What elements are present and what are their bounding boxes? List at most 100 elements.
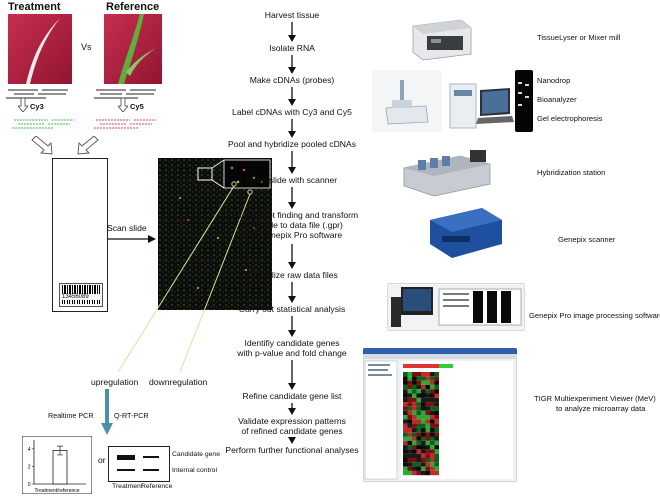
- heatmap-cell: [403, 440, 408, 446]
- reference-label: Reference: [106, 1, 160, 13]
- heatmap-cell: [403, 415, 408, 420]
- heatmap-cell: [412, 462, 417, 467]
- heatmap-cell: [416, 458, 421, 463]
- gel-reference-label: Reference: [141, 483, 173, 490]
- heatmap-cell: [421, 419, 426, 424]
- step-make-cdnas: Make cDNAs (probes): [249, 75, 335, 85]
- scan-arrow-icon: [108, 235, 156, 243]
- heatmap-cell: [425, 372, 430, 377]
- heatmap-cell: [434, 453, 439, 458]
- heatmap-cell: [425, 419, 430, 424]
- heatmap-cell: [425, 453, 430, 458]
- cy5-down-arrow-icon: [118, 98, 128, 112]
- heatmap-cell: [434, 436, 439, 441]
- heatmap-cell: [425, 423, 430, 428]
- heatmap-cell: [403, 462, 408, 467]
- heatmap-cell: [407, 397, 412, 403]
- y-tick-label: 4: [28, 447, 31, 453]
- heatmap-cell: [430, 410, 435, 415]
- heatmap-cell: [434, 372, 439, 377]
- mev-label-line2: to analyze microarray data: [556, 404, 646, 413]
- heatmap-cell: [425, 415, 430, 420]
- heatmap-cell: [421, 380, 426, 385]
- heatmap-cell: [434, 458, 439, 463]
- heatmap-cell: [403, 458, 408, 463]
- bioanalyzer-image: [446, 70, 514, 134]
- heatmap-cell: [407, 389, 412, 394]
- heatmap-cell: [416, 453, 421, 458]
- gel-treatment-label: Treatment: [112, 483, 143, 490]
- heatmap-cell: [416, 466, 421, 471]
- heatmap-cell: [403, 376, 408, 381]
- heatmap-cell: [425, 466, 430, 471]
- heatmap-cell: [430, 384, 435, 390]
- heatmap-cell: [416, 462, 421, 467]
- nanodrop-label: Nanodrop: [537, 76, 571, 85]
- heatmap-cell: [416, 372, 421, 377]
- heatmap-cell: [434, 406, 439, 411]
- heatmap-cell: [407, 376, 412, 381]
- heatmap-cell: [434, 470, 439, 476]
- heatmap-cell: [412, 470, 417, 476]
- heatmap-cell: [416, 402, 421, 407]
- heatmap-cell: [412, 427, 417, 433]
- heatmap-cell: [425, 445, 430, 450]
- heatmap-cell: [407, 466, 412, 471]
- heatmap-cell: [430, 432, 435, 437]
- heatmap-cell: [407, 453, 412, 458]
- heatmap-cell: [412, 436, 417, 441]
- heatmap-cell: [421, 406, 426, 411]
- heatmap-cell: [430, 436, 435, 441]
- heatmap-cell: [403, 402, 408, 407]
- step-validate: Validate expression patterns of refined …: [192, 416, 392, 436]
- heatmap-cell: [412, 380, 417, 385]
- cy3-down-arrow-icon: [18, 98, 28, 112]
- heatmap-cell: [434, 423, 439, 428]
- step-spot-finding-line2: image file to data file (.gpr): [241, 220, 343, 230]
- cy3-label: Cy3: [30, 102, 44, 111]
- heatmap-cell: [430, 440, 435, 446]
- heatmap-cell: [403, 380, 408, 385]
- nanodrop-image: [372, 70, 442, 132]
- hybridization-station-label: Hybridization station: [537, 168, 606, 177]
- heatmap-cell: [430, 376, 435, 381]
- heatmap-cell: [403, 393, 408, 398]
- heatmap-cell: [434, 384, 439, 390]
- y-tick-label: 0: [28, 482, 31, 488]
- treatment-leaf-image: [8, 14, 72, 84]
- heatmap-cell: [421, 393, 426, 398]
- step-spot-finding-line3: with Genepix Pro software: [241, 230, 343, 240]
- step-scan-slide: Scan slide with scanner: [246, 175, 338, 185]
- heatmap-cell: [407, 470, 412, 476]
- heatmap-cell: [416, 406, 421, 411]
- heatmap-cell: [407, 462, 412, 467]
- heatmap-cell: [421, 389, 426, 394]
- heatmap-cell: [430, 402, 435, 407]
- heatmap-cell: [421, 436, 426, 441]
- heatmap-cell: [425, 380, 430, 385]
- heatmap-cell: [407, 380, 412, 385]
- heatmap-cell: [407, 419, 412, 424]
- heatmap-cell: [425, 384, 430, 390]
- probe-lines: [6, 89, 156, 129]
- heatmap-cell: [407, 432, 412, 437]
- heatmap-cell: [425, 462, 430, 467]
- step-isolate-rna: Isolate RNA: [269, 43, 315, 53]
- heatmap-cell: [425, 397, 430, 403]
- heatmap-cell: [425, 406, 430, 411]
- heatmap-cell: [425, 389, 430, 394]
- gel-result-box: [108, 446, 170, 482]
- heatmap-cell: [403, 397, 408, 403]
- heatmap-cell: [421, 423, 426, 428]
- heatmap-cell: [412, 402, 417, 407]
- step-spot-finding-line1: Perform spot finding and transform: [225, 210, 359, 220]
- barcode-bars-lower: [62, 300, 100, 304]
- heatmap-cell: [416, 436, 421, 441]
- heatmap-cell: [403, 470, 408, 476]
- heatmap-cell: [412, 410, 417, 415]
- heatmap-cell: [434, 393, 439, 398]
- heatmap-cell: [425, 449, 430, 454]
- heatmap-cell: [430, 372, 435, 377]
- heatmap-cell: [425, 402, 430, 407]
- scanned-array-image: [158, 158, 272, 310]
